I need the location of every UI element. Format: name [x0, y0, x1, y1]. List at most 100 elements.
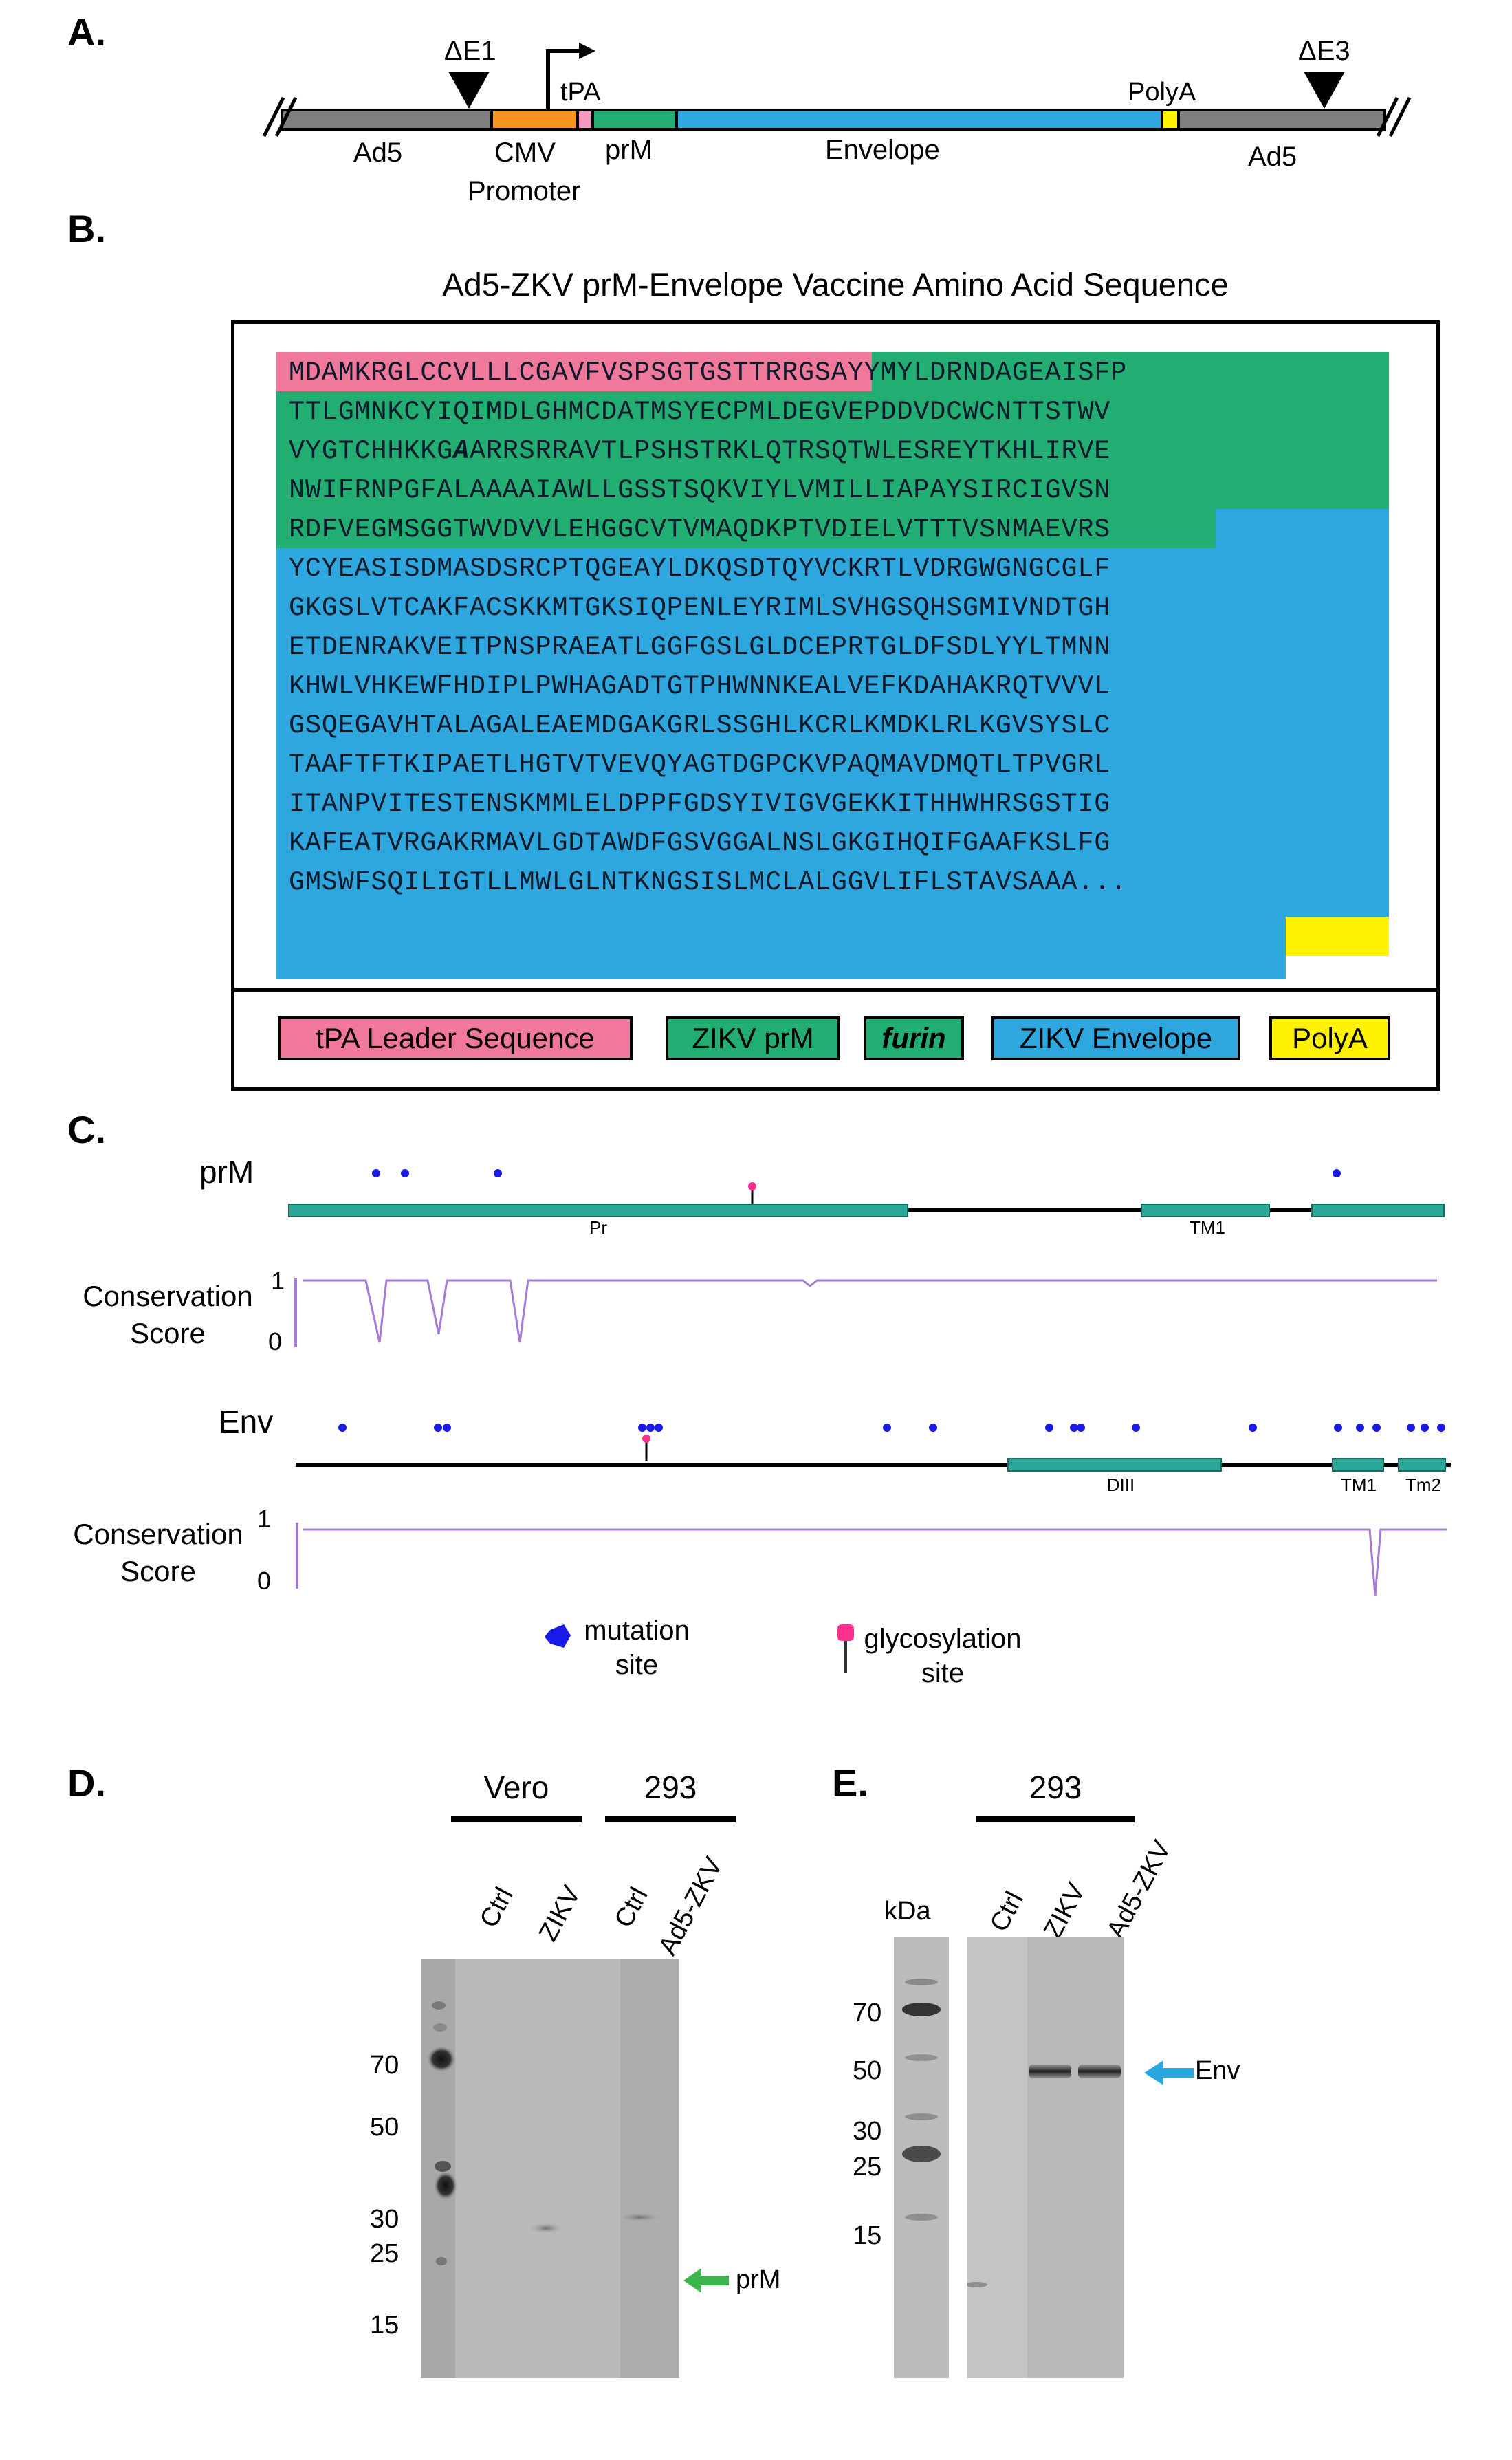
ctrl-faint-band: [967, 2282, 987, 2287]
vero-group-label: Vero: [483, 1770, 549, 1805]
promoter-label: Promoter: [468, 176, 581, 206]
d-293-group-bar: [605, 1816, 736, 1822]
d-lane-label-1: Ctrl: [474, 1882, 519, 1933]
prm-tm1-label: TM1: [1190, 1217, 1225, 1238]
mutation-site-dot: [401, 1169, 409, 1177]
seq-line-9: KHWLVHKEWFHDIPLPWHAGADTGTPHWNNKEALVEFKDA…: [289, 671, 1111, 701]
mutation-site-dot: [372, 1169, 380, 1177]
delta-e3-triangle: [1304, 72, 1345, 109]
legend-envelope: ZIKV Envelope: [991, 1016, 1240, 1060]
env-band-label: Env: [1195, 2056, 1240, 2085]
ad5-zkv-env-band: [1078, 2065, 1121, 2078]
mutation-site-dot: [1045, 1424, 1053, 1432]
d-marker-70: 70: [370, 2051, 399, 2080]
env-glycosylation-site: [642, 1435, 650, 1461]
break-mark-right: [1376, 96, 1412, 138]
marker-band-15: [436, 2257, 447, 2265]
mutation-site-dot: [494, 1169, 502, 1177]
mutation-site-dot: [1437, 1424, 1445, 1432]
seq-line-8: ETDENRAKVEITPNSPRAEATLGGFGSLGLDCEPRTGLDF…: [289, 632, 1111, 662]
e-marker-15: 15: [853, 2221, 882, 2250]
prm-c-domain: [1311, 1204, 1445, 1217]
furin-site-residue: A: [453, 436, 470, 466]
sequence-box: [231, 320, 1440, 1091]
d-lane-label-2: ZIKV: [534, 1881, 587, 1946]
seq-line-6: YCYEASISDMASDSRCPTQGEAYLDKQSDTQYVCKRTLVD…: [289, 554, 1111, 584]
diii-domain-label: DIII: [1106, 1474, 1135, 1495]
sequence-title: Ad5-ZKV prM-Envelope Vaccine Amino Acid …: [442, 266, 1229, 303]
ad5-right-segment: [1177, 109, 1386, 131]
e-marker-band-100: [905, 1979, 938, 1985]
e-marker-band-15: [905, 2214, 938, 2221]
legend-polya: PolyA: [1269, 1016, 1390, 1060]
legend-prm: ZIKV prM: [666, 1016, 840, 1060]
env-tm2-label: Tm2: [1405, 1474, 1441, 1495]
marker-band-upper: [432, 2001, 446, 2010]
prm-tm1-domain: [1141, 1204, 1270, 1217]
env-highlight-body: [276, 548, 1389, 940]
e-marker-lane: [894, 1937, 949, 2378]
prm-highlight-rows: [276, 391, 1389, 470]
ad5-right-label: Ad5: [1248, 142, 1297, 172]
prm-highlight-row3-tail: [276, 470, 1389, 509]
panel-b-label: B.: [67, 207, 106, 250]
e-marker-band-50: [905, 2054, 938, 2061]
env-arrow-icon: [1144, 2060, 1194, 2085]
mutation-site-dot: [655, 1424, 663, 1432]
seq-line-7: GKGSLVTCAKFACSKKMTGKSIQPENLEYRIMLSVHGSQH…: [289, 593, 1111, 623]
cmv-promoter-segment: [490, 109, 579, 131]
mutation-site-dot: [1372, 1424, 1381, 1432]
glycosylation-legend-icon: [837, 1624, 854, 1673]
kda-label: kDa: [884, 1897, 931, 1926]
mutation-site-dot: [1407, 1424, 1415, 1432]
marker-band-30: [435, 2161, 451, 2172]
vero-group-bar: [451, 1816, 582, 1822]
polya-label: PolyA: [1128, 78, 1196, 107]
seq-line-11: TAAFTFTKIPAETLHGTVTVEVQYAGTDGPCKVPAQMAVD…: [289, 750, 1111, 780]
mutation-site-dot: [1132, 1424, 1140, 1432]
mutation-site-dot: [1077, 1424, 1085, 1432]
prm-mutation-sites: [372, 1169, 1341, 1177]
seq-line-2: TTLGMNKCYIQIMDLGHMCDATMSYECPMLDEGVEPDDVD…: [289, 397, 1111, 427]
mutation-site-dot: [929, 1424, 937, 1432]
envelope-label: Envelope: [825, 135, 940, 165]
prm-glycosylation-site: [748, 1182, 756, 1204]
prm-segment: [591, 109, 678, 131]
prm-highlight-row4: [276, 509, 1216, 548]
tpa-label: tPA: [560, 78, 601, 107]
seq-line-13: KAFEATVRGAKRMAVLGDTAWDFGSVGGALNSLGKGIHQI…: [289, 828, 1111, 858]
prm-western-blot: [421, 1959, 679, 2378]
tpa-segment: [576, 109, 594, 131]
env-highlight-row4: [1216, 509, 1389, 548]
marker-band-25: [433, 2170, 458, 2201]
env-tm2-domain: [1398, 1458, 1446, 1472]
seq-line-4: NWIFRNPGFALAAAAIAWLLGSSTSQKVIYLVMILLIAPA…: [289, 475, 1111, 505]
cmv-label: CMV: [494, 138, 556, 168]
e-293-group-bar: [976, 1816, 1135, 1822]
ad5-zkv-prm-band: [616, 2212, 663, 2222]
panel-a-label: A.: [67, 10, 106, 54]
panel-d-label: D.: [67, 1761, 106, 1805]
mutation-site-dot: [1249, 1424, 1257, 1432]
ad5-left-segment: [281, 109, 493, 131]
delta-e1-triangle: [448, 72, 490, 109]
pr-domain: [288, 1204, 908, 1217]
prm-arrow-icon: [683, 2268, 729, 2293]
construct-map: [262, 43, 1412, 138]
legend-furin: furin: [864, 1016, 964, 1060]
seq-line-10: GSQEGAVHTALAGALEAEMDGAKGRLSSGHLKCRLKMDKL…: [289, 710, 1111, 741]
ad5-left-label: Ad5: [353, 138, 403, 168]
delta-e1-label: ΔE1: [444, 36, 496, 66]
prm-band-label: prM: [736, 2265, 781, 2294]
prm-score-min: 0: [268, 1327, 283, 1356]
mutation-site-dot: [443, 1424, 451, 1432]
e-marker-band-25: [902, 2146, 941, 2162]
env-conservation-line: [303, 1528, 1447, 1596]
e-lane-label-1: Ctrl: [985, 1886, 1029, 1937]
mutation-site-dot: [434, 1424, 442, 1432]
env-tm1-domain: [1332, 1458, 1384, 1472]
legend-divider: [234, 988, 1436, 992]
d-marker-30: 30: [370, 2205, 399, 2234]
tpa-highlight: [276, 352, 872, 391]
env-track-label: Env: [219, 1404, 274, 1439]
